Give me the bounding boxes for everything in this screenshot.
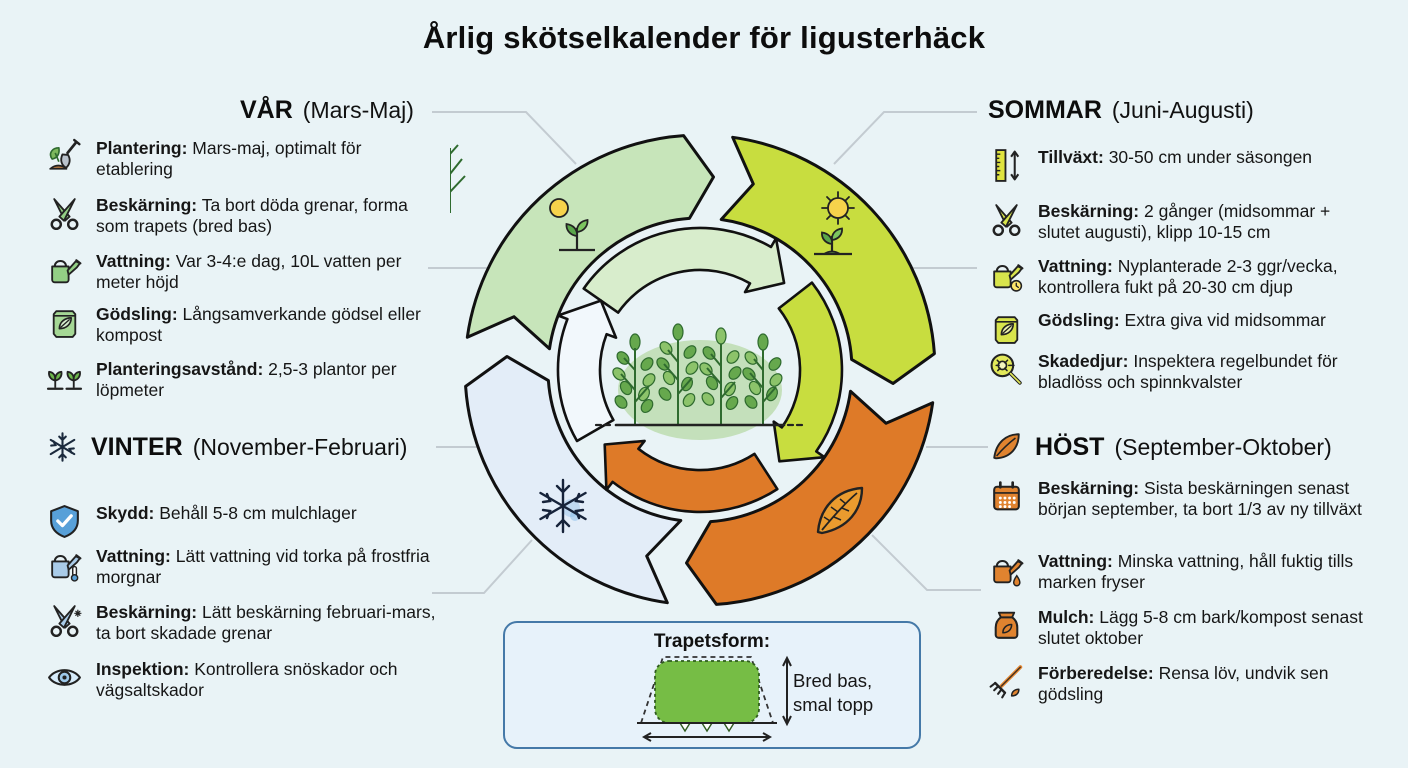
spring-range: (Mars-Maj) [302, 97, 414, 123]
autumn-range: (September-Oktober) [1114, 433, 1332, 460]
item-text: Vattning: Minska vattning, håll fuktig t… [1038, 551, 1354, 592]
summer-item-godsling: Gödsling: Extra giva vid midsommar [988, 310, 1370, 347]
spring-quadrant-icon [549, 198, 595, 252]
item-text: Vattning: Lätt vattning vid torka på fro… [96, 546, 430, 587]
summer-item-vattning: Vattning: Nyplanterade 2-3 ggr/vecka, ko… [988, 256, 1370, 298]
connector-winter-row [432, 539, 533, 594]
spring-item-vattning: Vattning: Var 3-4:e dag, 10L vatten per … [46, 251, 438, 293]
summer-item-skadedjur: Skadedjur: Inspektera regelbundet för bl… [988, 351, 1370, 393]
fertilizer-bag-icon [988, 310, 1025, 347]
page-title: Årlig skötselkalender för ligusterhäck [422, 20, 986, 55]
winter-heading: VINTER (November-Februari) [44, 430, 407, 464]
item-text: Planteringsavstånd: 2,5-3 plantor per lö… [96, 359, 397, 400]
connector-autumn-row [871, 534, 981, 591]
winter-name: VINTER [91, 432, 183, 461]
leaf-icon [988, 430, 1025, 464]
item-text: Tillväxt: 30-50 cm under säsongen [1038, 147, 1313, 167]
summer-item-tillvaxt: Tillväxt: 30-50 cm under säsongen [988, 147, 1370, 184]
winter-item-beskarning: Beskärning: Lätt beskärning februari-mar… [46, 602, 438, 644]
magnifier-bug-icon [988, 351, 1025, 388]
item-text: Skydd: Behåll 5-8 cm mulchlager [96, 503, 357, 523]
planting-shovel-icon [46, 138, 83, 175]
eye-icon [46, 659, 83, 696]
item-text: Inspektion: Kontrollera snöskador och vä… [96, 659, 398, 700]
autumn-name: HÖST [1035, 432, 1105, 461]
spring-item-planteringsavstand: Planteringsavstånd: 2,5-3 plantor per lö… [46, 359, 438, 401]
item-text: Gödsling: Extra giva vid midsommar [1038, 310, 1326, 330]
watering-can-thermometer-icon [46, 546, 83, 583]
scissors-icon [988, 201, 1025, 238]
watering-can-drop-icon [988, 551, 1025, 588]
summer-range: (Juni-Augusti) [1111, 97, 1254, 123]
autumn-item-forberedelse: Förberedelse: Rensa löv, undvik sen göds… [988, 663, 1370, 705]
spring-name: VÅR [240, 96, 293, 124]
trapetsform-title: Trapetsform: [653, 631, 771, 652]
scissors-snowflake-icon [46, 602, 83, 639]
summer-name: SOMMAR [988, 96, 1102, 124]
spring-item-beskarning: Beskärning: Ta bort döda grenar, forma s… [46, 195, 438, 237]
item-text: Mulch: Lägg 5-8 cm bark/kompost senast s… [1038, 607, 1363, 648]
fertilizer-bag-icon [46, 304, 83, 341]
autumn-cycle-arrow [603, 439, 779, 514]
item-text: Beskärning: Lätt beskärning februari-mar… [96, 602, 436, 643]
item-text: Vattning: Nyplanterade 2-3 ggr/vecka, ko… [1038, 256, 1338, 297]
season-cycle-wheel [450, 134, 936, 606]
watering-can-icon [46, 251, 83, 288]
spring-cycle-arrow [582, 226, 786, 314]
spring-item-godsling: Gödsling: Långsamverkande gödsel eller k… [46, 304, 438, 346]
autumn-item-beskarning: Beskärning: Sista beskärningen senast bö… [988, 478, 1370, 520]
mulch-sack-icon [988, 607, 1025, 644]
item-text: Skadedjur: Inspektera regelbundet för bl… [1038, 351, 1338, 392]
summer-item-beskarning: Beskärning: 2 gånger (midsommar + slutet… [988, 201, 1370, 243]
ruler-growth-icon [988, 147, 1025, 184]
seedlings-icon [46, 359, 83, 396]
spring-heading: VÅR (Mars-Maj) [240, 96, 414, 125]
winter-item-skydd: Skydd: Behåll 5-8 cm mulchlager [46, 503, 438, 540]
winter-segment [464, 355, 683, 605]
item-text: Gödsling: Långsamverkande gödsel eller k… [96, 304, 421, 345]
summer-cycle-arrow [772, 281, 844, 463]
trapetsform-note: Bred bas, smal topp [793, 670, 874, 716]
summer-segment [719, 135, 936, 385]
autumn-item-mulch: Mulch: Lägg 5-8 cm bark/kompost senast s… [988, 607, 1370, 649]
shield-check-icon [46, 503, 83, 540]
item-text: Vattning: Var 3-4:e dag, 10L vatten per … [96, 251, 402, 292]
summer-quadrant-icon [814, 191, 855, 256]
item-text: Beskärning: Sista beskärningen senast bö… [1038, 478, 1362, 519]
calendar-icon [988, 478, 1025, 515]
autumn-item-vattning: Vattning: Minska vattning, håll fuktig t… [988, 551, 1370, 593]
autumn-quadrant-icon [816, 486, 864, 535]
scissors-icon [46, 195, 83, 232]
autumn-heading: HÖST (September-Oktober) [988, 430, 1332, 464]
snowflake-icon [44, 430, 81, 464]
item-text: Beskärning: Ta bort döda grenar, forma s… [96, 195, 408, 236]
spring-item-plantering: Plantering: Mars-maj, optimalt för etabl… [46, 138, 438, 180]
winter-quadrant-icon [539, 478, 587, 534]
winter-item-inspektion: Inspektion: Kontrollera snöskador och vä… [46, 659, 438, 701]
item-text: Förberedelse: Rensa löv, undvik sen göds… [1038, 663, 1329, 704]
connector-summer-heading [833, 111, 977, 165]
winter-range: (November-Februari) [192, 433, 408, 460]
summer-heading: SOMMAR (Juni-Augusti) [988, 96, 1254, 125]
spring-segment [465, 134, 715, 351]
trapetsform-diagram [637, 655, 792, 742]
trapetsform-box: Trapetsform: Bred bas, smal topp [503, 621, 921, 749]
rake-icon [988, 663, 1025, 700]
watering-can-clock-icon [988, 256, 1025, 293]
autumn-segment [685, 389, 935, 606]
hedge-illustration [450, 144, 806, 440]
item-text: Beskärning: 2 gånger (midsommar + slutet… [1038, 201, 1331, 242]
connector-spring-heading [432, 111, 577, 165]
winter-item-vattning: Vattning: Lätt vattning vid torka på fro… [46, 546, 438, 588]
winter-cycle-arrow [556, 299, 618, 443]
item-text: Plantering: Mars-maj, optimalt för etabl… [96, 138, 362, 179]
